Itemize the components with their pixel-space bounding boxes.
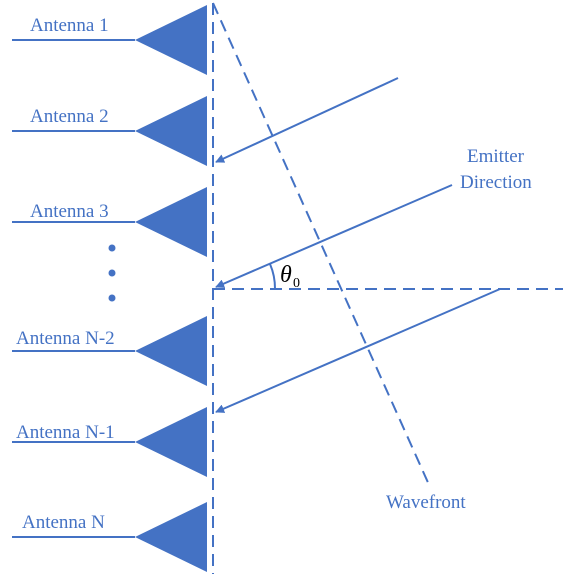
antenna-n-horn [135, 502, 207, 572]
wavefront-line [212, 2, 431, 488]
ellipsis-dot [108, 269, 116, 277]
antenna-3-horn [135, 187, 207, 257]
antenna-3-label: Antenna 3 [30, 201, 109, 222]
antenna-n-minus-1: Antenna N-1 [12, 407, 207, 477]
antenna-2: Antenna 2 [12, 96, 207, 166]
ellipsis-dots [108, 244, 116, 302]
antenna-1-label: Antenna 1 [30, 15, 109, 36]
antenna-n-minus-1-horn [135, 407, 207, 477]
emitter-arrow-top [215, 77, 399, 163]
emitter-direction-label-line2: Direction [460, 172, 532, 193]
ellipsis-dot [108, 244, 116, 252]
antenna-2-horn [135, 96, 207, 166]
antenna-n: Antenna N [12, 502, 207, 572]
angle-arc [269, 263, 277, 290]
antenna-1-horn [135, 5, 207, 75]
ellipsis-dot [108, 294, 116, 302]
wavefront-label: Wavefront [386, 492, 466, 513]
antenna-3: Antenna 3 [12, 187, 207, 257]
antenna-n-minus-2-label: Antenna N-2 [16, 328, 115, 349]
antenna-1: Antenna 1 [12, 5, 207, 75]
antenna-n-label: Antenna N [22, 512, 105, 533]
antenna-n-minus-2-horn [135, 316, 207, 386]
emitter-direction-label-line1: Emitter [467, 146, 525, 167]
antenna-2-label: Antenna 2 [30, 106, 109, 127]
antenna-n-minus-2: Antenna N-2 [12, 316, 207, 386]
angle-theta-label: θ [280, 262, 292, 288]
antenna-n-minus-1-label: Antenna N-1 [16, 422, 115, 443]
angle-theta-subscript: 0 [293, 276, 300, 291]
emitter-arrow-middle [215, 184, 453, 288]
emitter-arrow-bottom [215, 288, 501, 413]
